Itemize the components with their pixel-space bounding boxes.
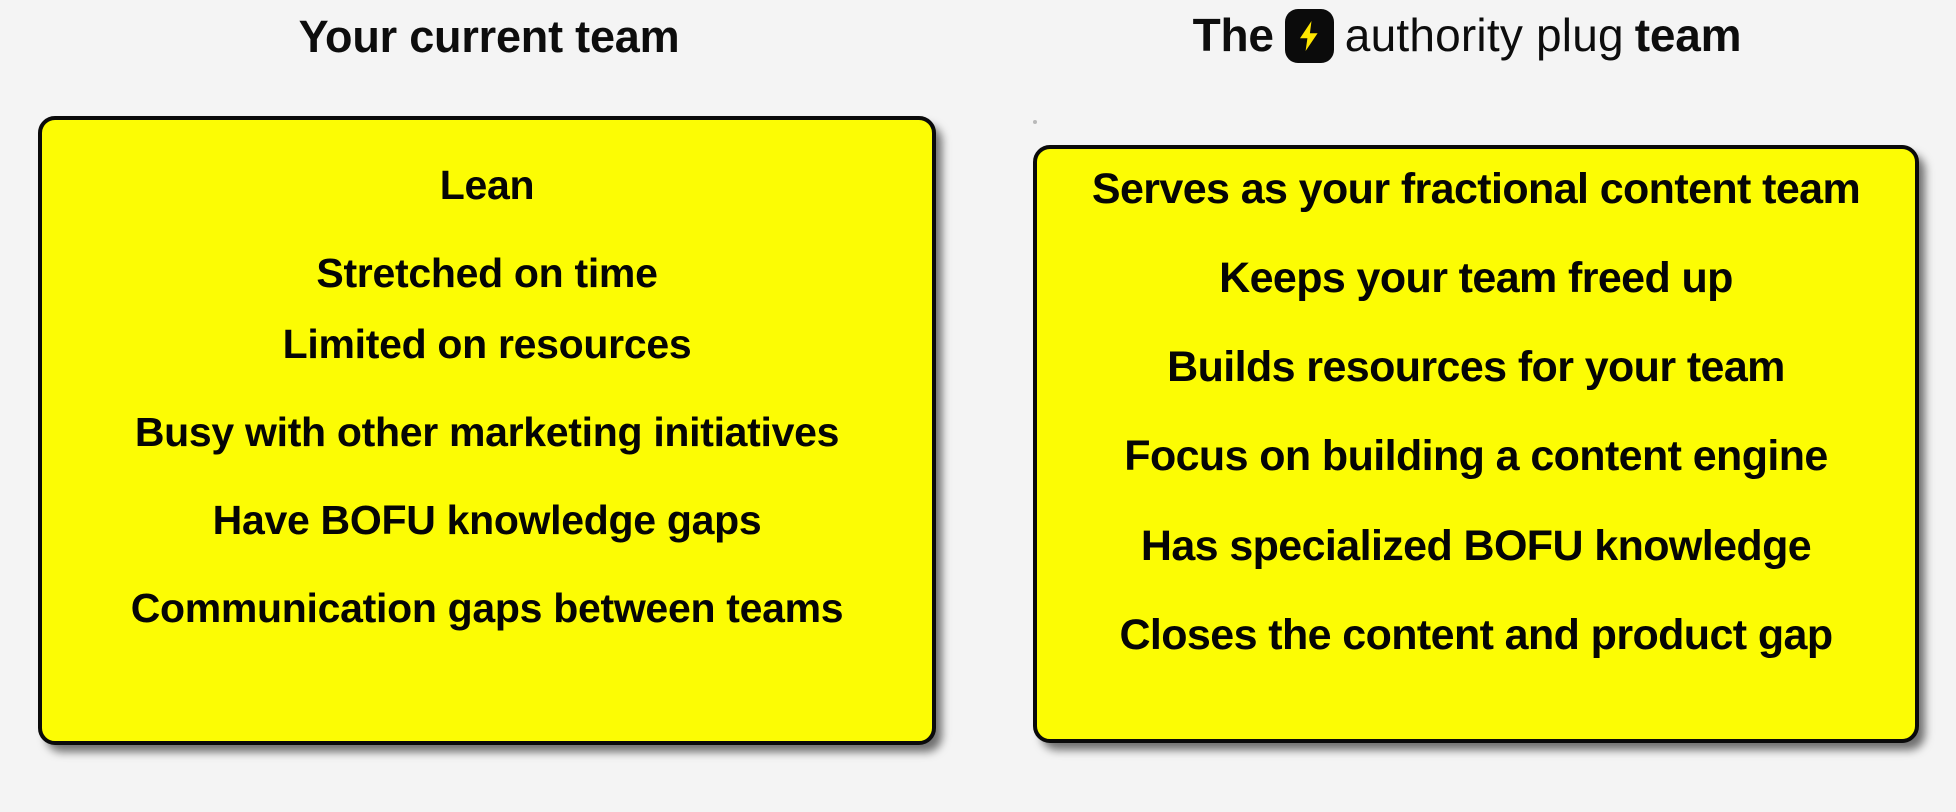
decorative-speck (1033, 120, 1037, 124)
list-item: Serves as your fractional content team (1091, 165, 1861, 213)
heading-suffix: team (1634, 9, 1742, 61)
current-team-card: Lean Stretched on time Limited on resour… (38, 116, 936, 745)
list-item: Builds resources for your team (1167, 343, 1785, 392)
list-item: Busy with other marketing initiatives (134, 409, 840, 456)
authority-plug-team-card: Serves as your fractional content team K… (1033, 145, 1919, 743)
list-item: Stretched on time (316, 250, 658, 297)
right-panel-heading: The authority plug team (978, 6, 1956, 64)
list-item: Have BOFU knowledge gaps (212, 497, 762, 544)
list-item: Closes the content and product gap (1119, 610, 1833, 659)
heading-prefix: The (1192, 9, 1274, 61)
lightning-bolt-icon (1284, 9, 1334, 63)
list-item: Limited on resources (282, 321, 692, 368)
left-panel-heading: Your current team (298, 11, 680, 62)
heading-brand: authority plug (1344, 9, 1624, 61)
list-item: Communication gaps between teams (130, 585, 844, 632)
list-item: Has specialized BOFU knowledge (1140, 521, 1812, 570)
list-item: Keeps your team freed up (1219, 254, 1733, 303)
list-item: Focus on building a content engine (1124, 432, 1828, 481)
list-item: Lean (439, 162, 535, 208)
